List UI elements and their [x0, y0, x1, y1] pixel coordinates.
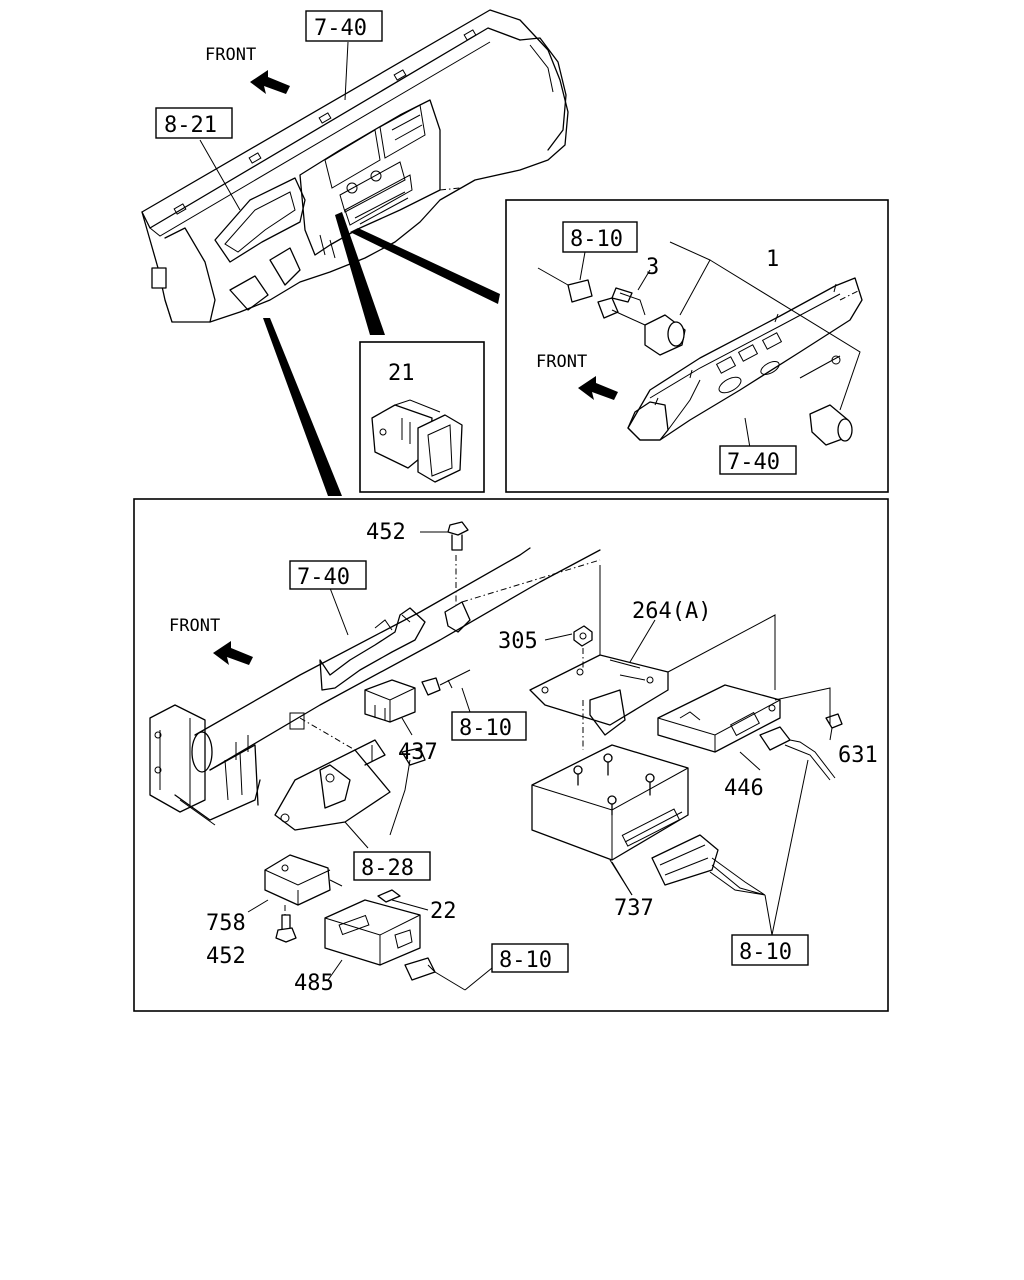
- inset-switch-21-frame: [359, 341, 485, 493]
- part-446[interactable]: 446: [724, 776, 764, 801]
- part-21[interactable]: 21: [388, 361, 415, 386]
- part-631[interactable]: 631: [838, 743, 878, 768]
- ecu-737: [531, 744, 689, 896]
- callout-box-main-8-10-a: [451, 711, 527, 741]
- callout-main-7-40[interactable]: 7-40: [297, 565, 350, 590]
- switch-21: [371, 399, 463, 483]
- connector-485: [404, 957, 493, 991]
- callout-main-8-10-a[interactable]: 8-10: [459, 716, 512, 741]
- callout-box-main-7-40: [289, 560, 367, 590]
- bolt-452-top: [447, 521, 469, 605]
- pointer-wedge-1: [335, 212, 385, 335]
- callout-box-top-8-21: [155, 107, 233, 139]
- bolt-452-bottom: [275, 914, 297, 943]
- callout-top-8-21[interactable]: 8-21: [164, 113, 217, 138]
- switch-panel-assembly: [537, 241, 863, 449]
- bracket-758: [264, 854, 343, 918]
- front-label-top: FRONT: [205, 45, 256, 65]
- callout-box-inset-8-10: [562, 221, 638, 253]
- callout-inset-7-40[interactable]: 7-40: [727, 450, 780, 475]
- front-arrow-top-icon: [250, 70, 290, 94]
- callout-box-main-8-10-b: [491, 943, 569, 973]
- front-arrow-inset-icon: [578, 376, 618, 400]
- part-452-top[interactable]: 452: [366, 520, 406, 545]
- bracket-264a: [529, 565, 776, 750]
- part-758[interactable]: 758: [206, 911, 246, 936]
- front-arrow-main-icon: [213, 641, 253, 665]
- relay-437: [364, 669, 471, 723]
- mounting-bracket: [274, 717, 426, 836]
- inset-switch-panel-frame: [505, 199, 889, 493]
- front-label-main: FRONT: [169, 616, 220, 636]
- cross-member: [149, 547, 601, 826]
- main-detail-frame: [133, 498, 889, 1012]
- callout-box-top-7-40: [305, 10, 383, 42]
- callout-main-8-10-c[interactable]: 8-10: [739, 940, 792, 965]
- module-446: [657, 684, 781, 753]
- part-452-bottom[interactable]: 452: [206, 944, 246, 969]
- leader-lines: [199, 41, 761, 981]
- nut-305: [573, 625, 593, 670]
- callout-box-main-8-28: [353, 851, 431, 881]
- callout-box-inset-7-40: [719, 445, 797, 475]
- relay-485: [324, 889, 421, 966]
- dashboard-assembly: [141, 9, 569, 323]
- callout-top-7-40[interactable]: 7-40: [314, 16, 367, 41]
- connector-446-harness: [759, 687, 843, 936]
- pointer-wedge-2: [350, 228, 500, 304]
- part-264a[interactable]: 264(A): [632, 599, 711, 624]
- pointer-wedge-3: [263, 318, 342, 496]
- part-437[interactable]: 437: [398, 740, 438, 765]
- part-1[interactable]: 1: [766, 247, 779, 272]
- front-label-inset: FRONT: [536, 352, 587, 372]
- callout-main-8-28[interactable]: 8-28: [361, 856, 414, 881]
- part-485[interactable]: 485: [294, 971, 334, 996]
- part-305[interactable]: 305: [498, 629, 538, 654]
- callout-main-8-10-b[interactable]: 8-10: [499, 948, 552, 973]
- harness-connector-737: [651, 834, 773, 936]
- part-3[interactable]: 3: [646, 255, 659, 280]
- callout-inset-8-10[interactable]: 8-10: [570, 227, 623, 252]
- callout-box-main-8-10-c: [731, 934, 809, 966]
- part-22[interactable]: 22: [430, 899, 457, 924]
- part-737[interactable]: 737: [614, 896, 654, 921]
